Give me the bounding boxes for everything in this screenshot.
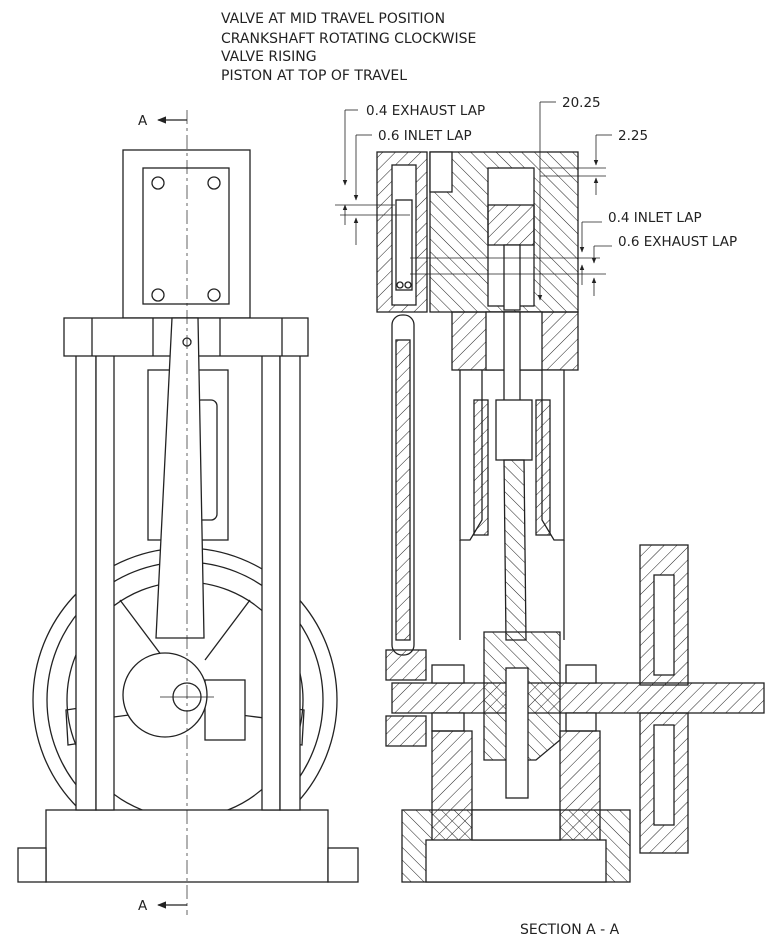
bolt-icon	[151, 288, 165, 302]
dim-top-offset: 2.25	[618, 128, 648, 144]
bolt-icon	[207, 288, 221, 302]
column-right-outer	[279, 354, 301, 811]
slide-valve	[395, 199, 413, 291]
dim-exhaust-lap-top: 0.4 EXHAUST LAP	[366, 103, 485, 119]
column-left-inner	[95, 354, 115, 811]
note-piston-position: PISTON AT TOP OF TRAVEL	[221, 68, 407, 84]
section-marker-top: A	[138, 113, 148, 129]
base-foot-right	[327, 847, 359, 883]
cylinder-block	[122, 149, 251, 319]
bolt-icon	[151, 176, 165, 190]
column-right-inner	[261, 354, 281, 811]
note-valve-rising: VALVE RISING	[221, 49, 317, 65]
crank-hub	[122, 652, 208, 738]
front-view: A A	[17, 110, 359, 915]
base-foot-left	[17, 847, 47, 883]
piston-rod	[503, 244, 521, 311]
notes-block: VALVE AT MID TRAVEL POSITION CRANKSHAFT …	[221, 11, 476, 84]
section-title: SECTION A - A	[520, 922, 620, 938]
connecting-rod	[155, 317, 205, 639]
dim-inlet-lap-bottom: 0.4 INLET LAP	[608, 210, 702, 226]
dim-exhaust-lap-bottom: 0.6 EXHAUST LAP	[618, 234, 737, 250]
section-view	[376, 151, 765, 883]
dim-inlet-lap-top: 0.6 INLET LAP	[378, 128, 472, 144]
crank-web	[204, 679, 246, 741]
valve-rod-thread	[395, 339, 411, 641]
crank-pin-section	[505, 667, 529, 799]
note-valve-position: VALVE AT MID TRAVEL POSITION	[221, 11, 445, 27]
crosshead	[495, 399, 533, 461]
crankshaft	[391, 682, 765, 714]
dim-port-distance: 20.25	[562, 95, 601, 111]
piston	[487, 204, 535, 246]
section-marker-bottom: A	[138, 898, 148, 914]
dimension-annotations: 0.4 EXHAUST LAP 0.6 INLET LAP 20.25 2.25…	[335, 95, 737, 301]
note-crankshaft-rotation: CRANKSHAFT ROTATING CLOCKWISE	[221, 31, 476, 47]
conrod-section	[503, 459, 527, 641]
column-left-outer	[75, 354, 97, 811]
bolt-icon	[207, 176, 221, 190]
